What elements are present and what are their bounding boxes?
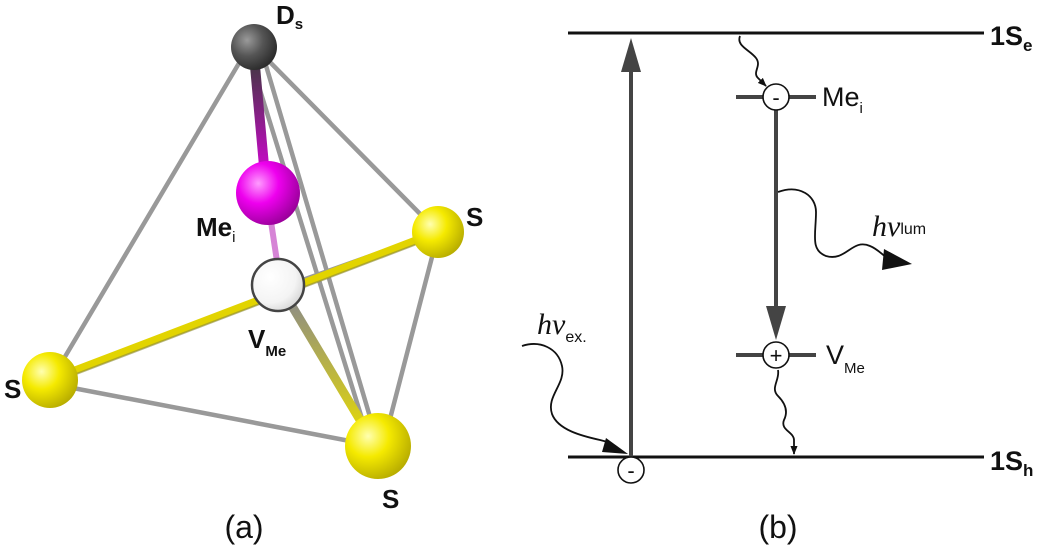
electron-bottom: [617, 456, 645, 484]
vacancy-label: VMe: [248, 324, 286, 360]
apex-label: Ds: [276, 0, 303, 33]
bond-vacancy-bottom: [281, 291, 377, 445]
relaxation-wave-top: [738, 35, 767, 87]
sulfur-right-atom: [412, 206, 464, 258]
edge-apex-bottom-inner: [247, 55, 371, 441]
interstitial-label: Mei: [196, 212, 235, 246]
luminescence-photon-label: hνlum: [872, 210, 926, 243]
bond-sulfur-left-right-shade: [49, 235, 439, 385]
sulfur-bottom-atom: [345, 413, 411, 479]
level-1se-label: 1Se: [990, 21, 1033, 55]
excitation-photon-arrowhead: [602, 438, 628, 454]
panel-b-caption: (b): [758, 509, 797, 545]
relaxation-wave-bottom: [774, 369, 798, 455]
luminescence-photon-arrowhead: [882, 249, 912, 270]
level-1sh-label: 1Sh: [990, 446, 1033, 480]
apex-atom: [231, 24, 277, 70]
sulfur-left-label: S: [4, 374, 21, 404]
electron-on-level: [762, 83, 790, 111]
vacancy-atom: [250, 257, 306, 313]
bond-sulfur-left-right: [46, 228, 442, 384]
hole-on-level: [762, 341, 790, 369]
excitation-photon-label: hνex.: [537, 308, 587, 346]
edge-apex-right: [255, 47, 441, 235]
edge-right-bottom: [381, 231, 441, 445]
interstitial-atom: [236, 161, 300, 225]
tetrahedron-edges: [47, 45, 441, 449]
edge-left-bottom: [49, 381, 379, 449]
interstitial-level-label: Mei: [822, 82, 863, 117]
hole-on-level-sign: +: [770, 343, 783, 368]
electron-bottom-sign: -: [627, 458, 634, 483]
panel-a-caption: (a): [224, 509, 263, 545]
luminescence-photon-wave: [777, 188, 893, 261]
panel-a: Ds Mei VMe S S S (a): [4, 0, 483, 545]
electron-on-level-sign: -: [772, 85, 779, 110]
sulfur-left-atom: [22, 352, 78, 408]
excitation-photon-wave: [521, 343, 621, 451]
edge-apex-left: [47, 45, 251, 385]
sulfur-right-label: S: [466, 202, 483, 232]
panel-b: 1Se 1Sh - + - Mei: [521, 21, 1033, 545]
sulfur-bottom-label: S: [382, 484, 399, 514]
edge-apex-bottom-outer: [259, 49, 381, 447]
vacancy-level-label: VMe: [826, 340, 865, 377]
excitation-arrow-head: [621, 38, 641, 72]
luminescence-transition-head: [766, 306, 786, 340]
